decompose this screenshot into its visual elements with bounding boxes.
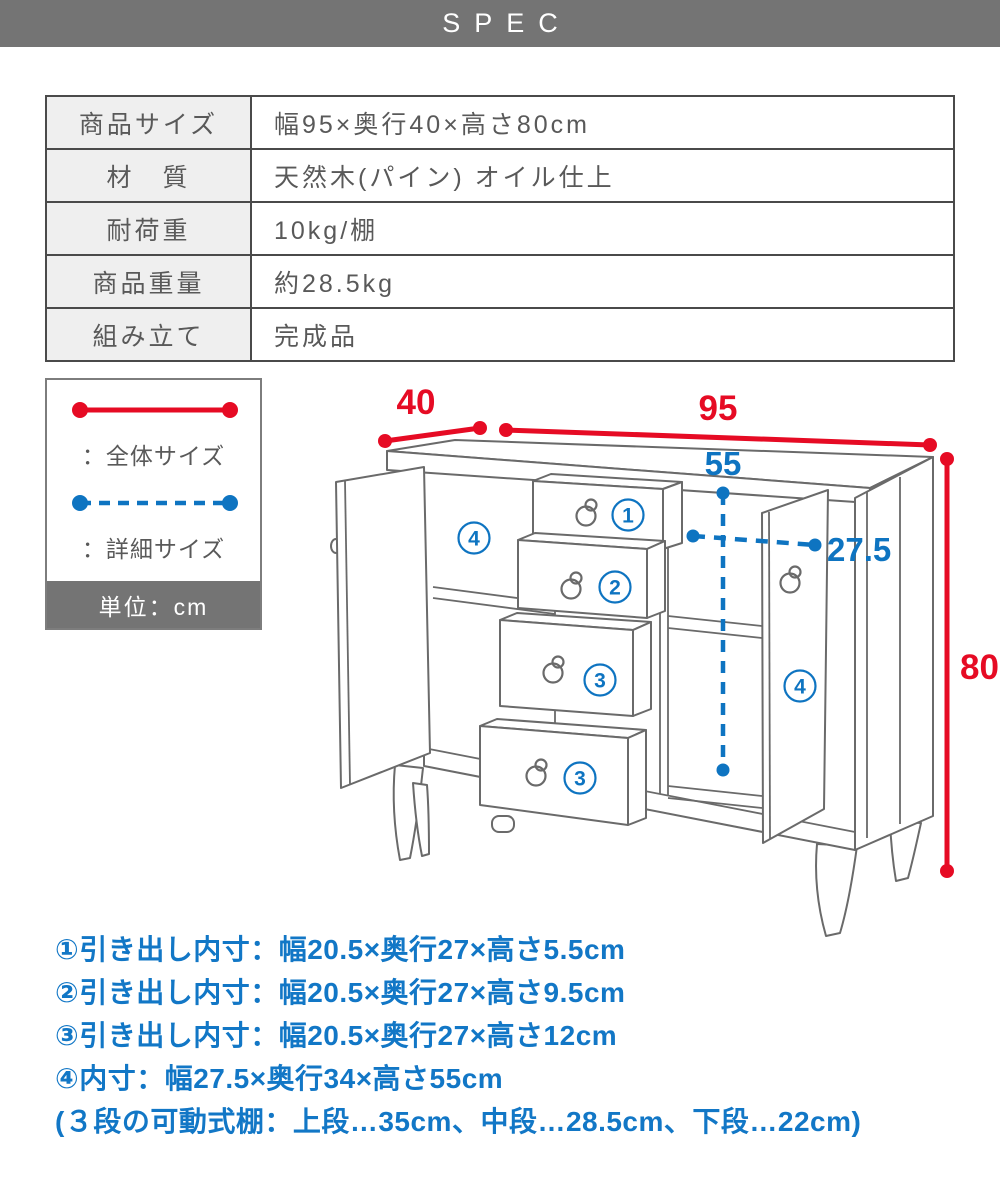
dimension-height-80: 80 [940, 452, 999, 878]
drawer-1: 1 [532, 473, 683, 550]
note-line: ③引き出し内寸：幅20.5×奥行27×高さ12cm [55, 1020, 618, 1051]
legend-overall-label: ：全体サイズ [81, 443, 226, 469]
dimension-inner-width-27-5: 27.5 [686, 529, 891, 568]
left-compartment-badge: 4 [468, 527, 480, 550]
cabinet-dimension-diagram: 1 2 3 3 [330, 383, 999, 937]
legend-unit-label: 単位：cm [47, 581, 260, 628]
left-door [330, 466, 431, 789]
detail-size-line-sample [72, 495, 238, 511]
drawer-3: 3 [499, 612, 652, 717]
spec-value: 10kg/棚 [250, 201, 955, 256]
legend-box: ：全体サイズ ：詳細サイズ 単位：cm [45, 378, 262, 630]
spec-value: 天然木(パイン) オイル仕上 [250, 148, 955, 203]
spec-value: 幅95×奥行40×高さ80cm [250, 95, 955, 150]
overall-size-line-sample [72, 402, 238, 418]
drawer-2-badge: 2 [609, 576, 621, 599]
table-row: 組み立て 完成品 [45, 307, 955, 362]
table-row: 材 質 天然木(パイン) オイル仕上 [45, 148, 955, 203]
spec-table: 商品サイズ 幅95×奥行40×高さ80cm 材 質 天然木(パイン) オイル仕上… [45, 95, 955, 362]
right-door: 4 [761, 489, 829, 844]
table-row: 商品サイズ 幅95×奥行40×高さ80cm [45, 95, 955, 150]
width-dim-label: 95 [699, 389, 738, 428]
spec-value: 完成品 [250, 307, 955, 362]
drawer-2: 2 [517, 532, 666, 619]
left-compartment-badge-group: 4 [457, 521, 491, 555]
table-row: 耐荷重 10kg/棚 [45, 201, 955, 256]
spec-label: 商品重量 [45, 254, 252, 309]
legend-line-samples [72, 402, 238, 511]
note-line: ④内寸：幅27.5×奥行34×高さ55cm [55, 1063, 504, 1094]
depth-dim-label: 40 [397, 383, 436, 422]
section-header-bar: SPEC [0, 0, 1000, 47]
right-compartment-badge: 4 [794, 675, 806, 698]
dimension-depth-40: 40 [378, 383, 487, 448]
inner-width-dim-label: 27.5 [827, 531, 891, 568]
drawer-foot [491, 815, 515, 833]
spec-label: 耐荷重 [45, 201, 252, 256]
table-row: 商品重量 約28.5kg [45, 254, 955, 309]
note-line: (３段の可動式棚：上段…35cm、中段…28.5cm、下段…22cm) [55, 1106, 862, 1137]
drawer-4-badge: 3 [574, 767, 586, 790]
height-dim-label: 80 [960, 648, 999, 687]
section-title: SPEC [442, 8, 572, 38]
dimension-notes: ①引き出し内寸：幅20.5×奥行27×高さ5.5cm ②引き出し内寸：幅20.5… [55, 928, 955, 1143]
drawer-1-badge: 1 [622, 504, 634, 527]
dimension-width-95: 95 [499, 389, 937, 452]
spec-label: 商品サイズ [45, 95, 252, 150]
spec-value: 約28.5kg [250, 254, 955, 309]
drawer-4: 3 [479, 718, 647, 833]
cabinet-right-panel [854, 456, 934, 851]
spec-label: 材 質 [45, 148, 252, 203]
note-line: ②引き出し内寸：幅20.5×奥行27×高さ9.5cm [55, 977, 626, 1008]
legend-detail-label: ：詳細サイズ [81, 536, 226, 562]
inner-height-dim-label: 55 [705, 445, 742, 482]
drawer-3-badge: 3 [594, 669, 606, 692]
note-line: ①引き出し内寸：幅20.5×奥行27×高さ5.5cm [55, 934, 626, 965]
spec-label: 組み立て [45, 307, 252, 362]
cabinet-legs [392, 764, 922, 937]
